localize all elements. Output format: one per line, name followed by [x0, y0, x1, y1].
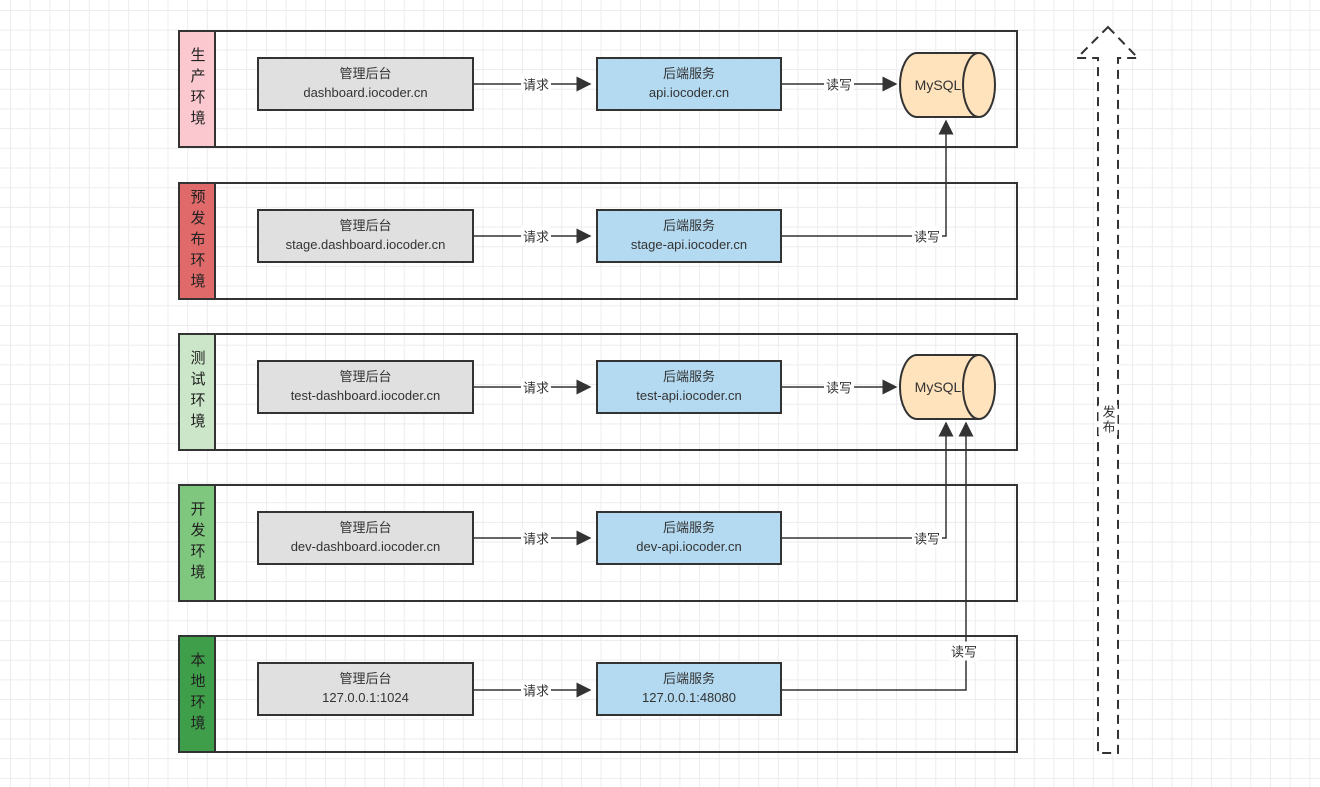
backend-node-production: 后端服务 api.iocoder.cn: [596, 57, 782, 111]
admin-title: 管理后台: [339, 520, 392, 536]
admin-title: 管理后台: [339, 369, 392, 385]
readwrite-label-staging: 读写: [911, 226, 943, 246]
readwrite-label-test: 读写: [823, 377, 855, 397]
request-label-dev: 请求: [520, 528, 552, 548]
admin-domain: 127.0.0.1:1024: [322, 690, 409, 705]
mysql-label-production: MySQL: [914, 77, 962, 93]
admin-node-local: 管理后台 127.0.0.1:1024: [257, 662, 474, 716]
env-tab-local: 本地环境: [178, 635, 216, 753]
backend-title: 后端服务: [662, 66, 715, 82]
admin-domain: stage.dashboard.iocoder.cn: [285, 237, 446, 252]
backend-node-local: 后端服务 127.0.0.1:48080: [596, 662, 782, 716]
admin-node-staging: 管理后台 stage.dashboard.iocoder.cn: [257, 209, 474, 263]
backend-title: 后端服务: [662, 671, 715, 687]
request-label-local: 请求: [520, 680, 552, 700]
backend-title: 后端服务: [662, 369, 715, 385]
env-tab-staging: 预发布环境: [178, 182, 216, 300]
admin-title: 管理后台: [339, 671, 392, 687]
admin-node-dev: 管理后台 dev-dashboard.iocoder.cn: [257, 511, 474, 565]
backend-domain: test-api.iocoder.cn: [636, 388, 742, 403]
backend-title: 后端服务: [662, 218, 715, 234]
admin-node-test: 管理后台 test-dashboard.iocoder.cn: [257, 360, 474, 414]
backend-node-dev: 后端服务 dev-api.iocoder.cn: [596, 511, 782, 565]
env-tab-production: 生产环境: [178, 30, 216, 148]
mysql-label-test: MySQL: [914, 379, 962, 395]
env-tab-test: 测试环境: [178, 333, 216, 451]
admin-node-production: 管理后台 dashboard.iocoder.cn: [257, 57, 474, 111]
request-label-production: 请求: [520, 74, 552, 94]
publish-arrow: [1074, 25, 1141, 754]
backend-domain: 127.0.0.1:48080: [642, 690, 736, 705]
backend-domain: stage-api.iocoder.cn: [630, 237, 748, 252]
readwrite-label-dev: 读写: [911, 528, 943, 548]
backend-node-test: 后端服务 test-api.iocoder.cn: [596, 360, 782, 414]
request-label-staging: 请求: [520, 226, 552, 246]
request-label-test: 请求: [520, 377, 552, 397]
admin-title: 管理后台: [339, 218, 392, 234]
admin-domain: dev-dashboard.iocoder.cn: [290, 539, 441, 554]
readwrite-label-production: 读写: [823, 74, 855, 94]
readwrite-label-local: 读写: [948, 641, 980, 661]
backend-title: 后端服务: [662, 520, 715, 536]
env-tab-dev: 开发环境: [178, 484, 216, 602]
backend-domain: dev-api.iocoder.cn: [636, 539, 742, 554]
admin-domain: dashboard.iocoder.cn: [303, 85, 428, 100]
admin-domain: test-dashboard.iocoder.cn: [290, 388, 441, 403]
backend-domain: api.iocoder.cn: [648, 85, 730, 100]
publish-label: 发布: [1098, 405, 1118, 435]
backend-node-staging: 后端服务 stage-api.iocoder.cn: [596, 209, 782, 263]
admin-title: 管理后台: [339, 66, 392, 82]
